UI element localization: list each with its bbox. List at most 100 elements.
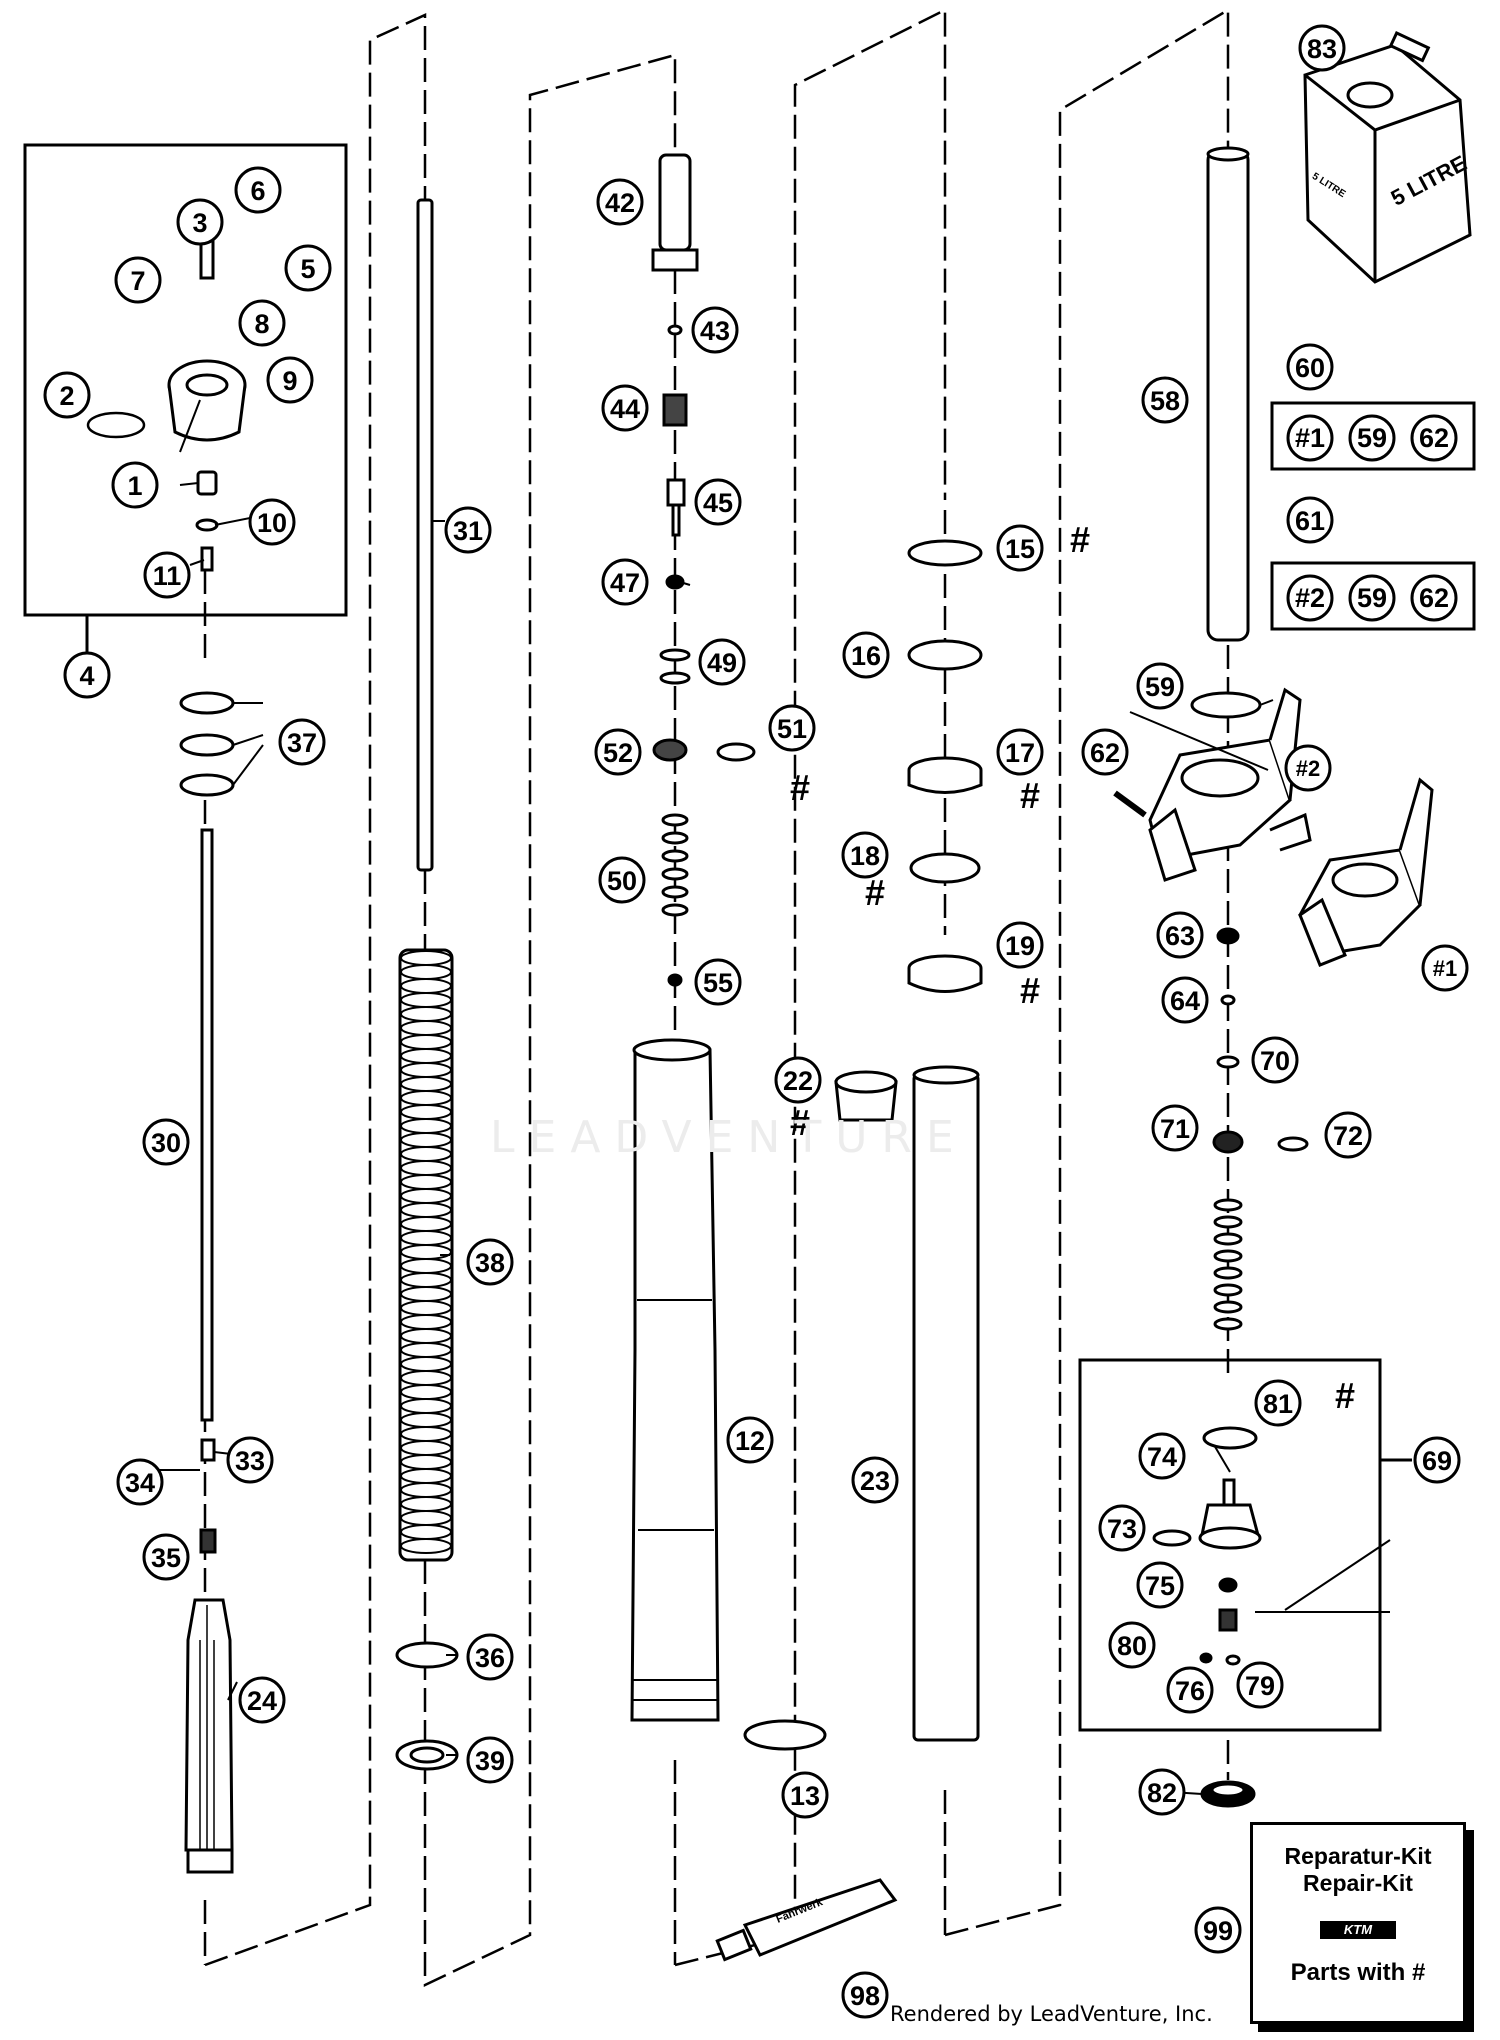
callout-15: 15	[996, 524, 1044, 572]
svg-text:79: 79	[1245, 1671, 1275, 1701]
callout-79: 79	[1236, 1661, 1284, 1709]
svg-text:76: 76	[1175, 1676, 1205, 1706]
svg-text:82: 82	[1147, 1778, 1177, 1808]
svg-text:6: 6	[250, 176, 265, 206]
callout-23: 23	[851, 1456, 899, 1504]
svg-text:30: 30	[151, 1128, 181, 1158]
svg-text:59: 59	[1357, 423, 1387, 453]
svg-text:75: 75	[1145, 1571, 1175, 1601]
svg-text:62: 62	[1419, 583, 1449, 613]
kit-61-item-1: #2	[1286, 574, 1334, 622]
hash-mark-4: #	[865, 872, 885, 913]
callout-8: 8	[238, 299, 286, 347]
callout-42: 42	[596, 178, 644, 226]
callout-12: 12	[726, 1416, 774, 1464]
svg-text:10: 10	[257, 508, 287, 538]
callout-75: 75	[1136, 1561, 1184, 1609]
credit-text: Rendered by LeadVenture, Inc.	[890, 2002, 1213, 2026]
callout-18: 18	[841, 831, 889, 879]
svg-text:99: 99	[1203, 1916, 1233, 1946]
svg-text:17: 17	[1005, 738, 1035, 768]
svg-text:61: 61	[1295, 506, 1325, 536]
kit-61-item-2: 59	[1348, 574, 1396, 622]
callout-4: 4	[63, 651, 111, 699]
callout-38: 38	[466, 1238, 514, 1286]
svg-text:81: 81	[1263, 1389, 1293, 1419]
svg-text:16: 16	[851, 641, 881, 671]
callout-52: 52	[594, 728, 642, 776]
callout-44: 44	[601, 384, 649, 432]
svg-text:43: 43	[700, 316, 730, 346]
callout-1: 1	[111, 461, 159, 509]
clamp-label-2: #1	[1421, 944, 1469, 992]
svg-text:64: 64	[1170, 986, 1200, 1016]
callout-9: 9	[266, 356, 314, 404]
svg-text:8: 8	[254, 309, 269, 339]
callout-5: 5	[284, 244, 332, 292]
svg-text:51: 51	[777, 714, 807, 744]
callout-81: 81	[1254, 1379, 1302, 1427]
callout-59: 59	[1136, 662, 1184, 710]
svg-text:52: 52	[603, 738, 633, 768]
svg-text:33: 33	[235, 1446, 265, 1476]
svg-text:7: 7	[130, 266, 145, 296]
callout-64: 64	[1161, 976, 1209, 1024]
callout-37: 37	[278, 718, 326, 766]
kit-60-item-3: 62	[1410, 414, 1458, 462]
svg-text:62: 62	[1419, 423, 1449, 453]
svg-text:2: 2	[59, 381, 74, 411]
callout-58: 58	[1141, 376, 1189, 424]
callout-73: 73	[1098, 1504, 1146, 1552]
callout-71: 71	[1151, 1104, 1199, 1152]
svg-text:83: 83	[1307, 34, 1337, 64]
kit-61-item-3: 62	[1410, 574, 1458, 622]
callout-63: 63	[1156, 911, 1204, 959]
hash-mark-7: #	[1335, 1375, 1355, 1416]
callout-30: 30	[142, 1118, 190, 1166]
callout-31: 31	[444, 506, 492, 554]
svg-text:70: 70	[1260, 1046, 1290, 1076]
svg-text:55: 55	[703, 968, 733, 998]
callout-24: 24	[238, 1676, 286, 1724]
kit-60-item-1: #1	[1286, 414, 1334, 462]
svg-text:4: 4	[79, 661, 94, 691]
svg-text:80: 80	[1117, 1631, 1147, 1661]
svg-text:63: 63	[1165, 921, 1195, 951]
callout-35: 35	[142, 1533, 190, 1581]
svg-text:35: 35	[151, 1543, 181, 1573]
clamp-label-1: #2	[1284, 744, 1332, 792]
hash-mark-3: #	[1020, 775, 1040, 816]
callout-76: 76	[1166, 1666, 1214, 1714]
ktm-logo: KTM	[1320, 1921, 1396, 1939]
svg-text:13: 13	[790, 1781, 820, 1811]
callout-50: 50	[598, 856, 646, 904]
svg-text:#1: #1	[1295, 423, 1325, 453]
callout-47: 47	[601, 558, 649, 606]
svg-text:59: 59	[1145, 672, 1175, 702]
svg-text:11: 11	[153, 561, 182, 591]
callout-82: 82	[1138, 1768, 1186, 1816]
svg-text:74: 74	[1147, 1442, 1177, 1472]
svg-text:69: 69	[1422, 1446, 1452, 1476]
callout-34: 34	[116, 1458, 164, 1506]
callout-83: 83	[1298, 24, 1346, 72]
callout-16: 16	[842, 631, 890, 679]
svg-text:72: 72	[1333, 1121, 1363, 1151]
callout-72: 72	[1324, 1111, 1372, 1159]
repair-kit-line1: Reparatur-Kit	[1284, 1843, 1432, 1869]
hash-mark-5: #	[1020, 970, 1040, 1011]
repair-kit-card: Reparatur-Kit Repair-Kit KTM Parts with …	[1250, 1822, 1466, 2024]
svg-text:9: 9	[282, 366, 297, 396]
callout-74: 74	[1138, 1432, 1186, 1480]
svg-text:12: 12	[735, 1426, 765, 1456]
repair-kit-line3: Parts with #	[1290, 1959, 1426, 1986]
svg-text:24: 24	[247, 1686, 277, 1716]
svg-text:34: 34	[125, 1468, 155, 1498]
svg-text:98: 98	[850, 1981, 880, 2011]
callout-2: 2	[43, 371, 91, 419]
callout-33: 33	[226, 1436, 274, 1484]
callout-70: 70	[1251, 1036, 1299, 1084]
callout-11: 11	[143, 551, 191, 599]
callout-39: 39	[466, 1736, 514, 1784]
